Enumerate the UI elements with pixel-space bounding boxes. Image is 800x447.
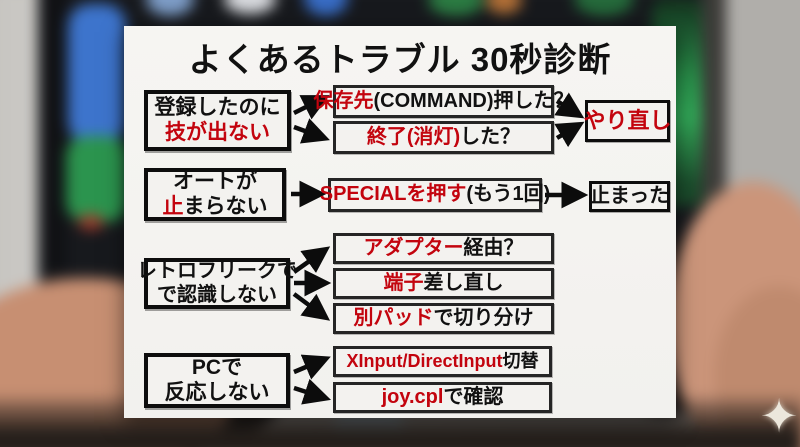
- target-label: 保存先(COMMAND)押した？: [314, 90, 574, 114]
- label-segment: 止: [162, 194, 184, 218]
- source-line: 止まらない: [163, 195, 268, 220]
- label-segment: 反応しない: [164, 380, 270, 404]
- label-segment: XInput/DirectInput: [346, 350, 503, 371]
- label-segment: アダプター: [363, 236, 464, 259]
- label-segment: 技が出ない: [165, 120, 270, 144]
- label-segment: 差し直し: [423, 271, 504, 294]
- box-press-special-again: SPECIALを押す(もう1回): [320, 178, 550, 212]
- label-segment: (COMMAND)押した？: [373, 89, 574, 112]
- tv-light-blob: [304, 0, 348, 16]
- sparkle-icon: ✦: [759, 390, 799, 442]
- tv-bezel-right: [702, 0, 728, 212]
- target-label: 終了(消灯)した？: [367, 126, 520, 150]
- source-line: 反応しない: [165, 381, 270, 406]
- tv-light-blob: [486, 0, 522, 14]
- label-segment: で切り分け: [433, 306, 534, 329]
- label-segment: 端子: [383, 271, 424, 294]
- label-segment: 経由？: [463, 236, 524, 259]
- box-reinsert-connector: 端子差し直し: [333, 268, 554, 299]
- flow-arrow: [293, 378, 331, 405]
- source-line: PCで: [192, 356, 242, 381]
- tv-bezel-left: [42, 0, 66, 272]
- box-redo: やり直し: [584, 100, 672, 142]
- label-segment: オートが: [173, 169, 257, 193]
- tv-light-blob: [224, 0, 276, 14]
- box-check-with-joycpl: joy.cplで確認: [333, 382, 552, 413]
- label-segment: 終了(消灯): [366, 125, 461, 148]
- box-auto-wont-stop: オートが止まらない: [144, 168, 286, 221]
- tv-game-grass: [66, 136, 128, 222]
- label-segment: で認識しない: [157, 283, 277, 306]
- box-pc-no-response: PCで反応しない: [144, 353, 290, 408]
- box-switch-xinput-directinput: XInput/DirectInput切替: [333, 346, 552, 377]
- infographic-title: よくあるトラブル 30秒診断: [188, 41, 612, 78]
- flow-card: よくあるトラブル 30秒診断 登録したのに技が出ない保存先(COMMAND)押し…: [124, 26, 676, 418]
- flow-arrow: [293, 354, 331, 380]
- box-check-save-command: 保存先(COMMAND)押した？: [314, 85, 574, 118]
- flow-arrow: [292, 246, 331, 274]
- label-segment: した？: [460, 125, 521, 148]
- tv-light-blob: [428, 0, 484, 16]
- tv-light-blob: [146, 0, 194, 16]
- target-label: 端子差し直し: [384, 272, 504, 296]
- target-label: XInput/DirectInput切替: [347, 351, 539, 372]
- label-segment: SPECIALを押す: [319, 183, 467, 206]
- target-label: 別パッドで切り分け: [354, 307, 534, 331]
- box-registered-but-no-macro: 登録したのに技が出ない: [144, 90, 291, 151]
- target-label: アダプター経由？: [364, 237, 524, 261]
- label-segment: 別パッド: [353, 306, 434, 329]
- label-segment: レトロフリークで: [137, 259, 297, 282]
- tv-light-blob: [574, 0, 634, 16]
- source-line: オートが: [173, 170, 257, 195]
- tv-game-sky: [68, 4, 126, 144]
- flow-arrow: [293, 118, 330, 144]
- result-label: 止まった: [590, 185, 669, 209]
- result-label: やり直し: [584, 108, 672, 134]
- box-check-exit-light-off: 終了(消灯)した？: [333, 121, 554, 154]
- box-isolate-with-other-pad: 別パッドで切り分け: [333, 303, 554, 334]
- label-segment: (もう1回): [466, 183, 551, 206]
- flow-arrow: [292, 292, 331, 321]
- target-label: SPECIALを押す(もう1回): [320, 183, 551, 207]
- label-segment: やり直し: [583, 108, 672, 134]
- box-stopped: 止まった: [589, 181, 670, 212]
- label-segment: まらない: [183, 194, 268, 218]
- label-segment: 保存先: [313, 89, 374, 112]
- label-segment: 止まった: [589, 184, 670, 207]
- label-segment: PCで: [191, 355, 243, 379]
- label-segment: joy.cpl: [381, 385, 444, 408]
- source-line: で認識しない: [157, 284, 277, 308]
- flow-arrow: [554, 121, 585, 148]
- label-segment: で確認: [443, 385, 504, 408]
- label-segment: 切替: [502, 350, 539, 371]
- target-label: joy.cplで確認: [382, 386, 504, 410]
- source-line: 登録したのに: [155, 96, 281, 121]
- source-line: レトロフリークで: [137, 260, 297, 284]
- tv-game-detail: [78, 214, 104, 230]
- source-line: 技が出ない: [165, 121, 270, 146]
- box-retro-freak-not-recognized: レトロフリークでで認識しない: [137, 258, 297, 309]
- box-via-adapter: アダプター経由？: [333, 233, 554, 264]
- label-segment: 登録したのに: [154, 95, 281, 119]
